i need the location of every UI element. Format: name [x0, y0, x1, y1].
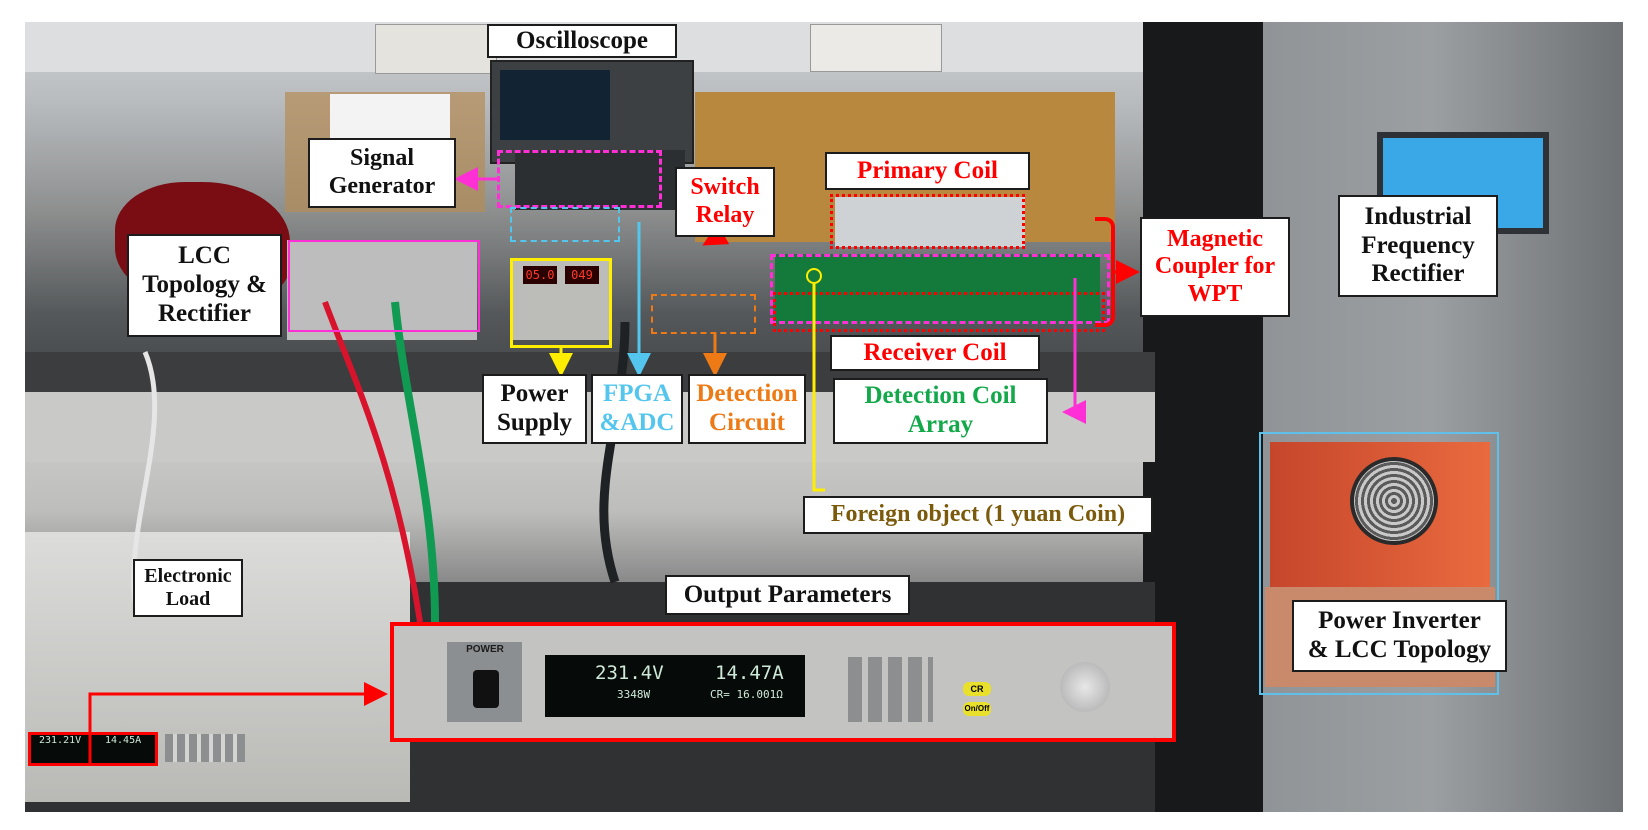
detection-coil-outline [770, 254, 1110, 324]
dc-supply-top [375, 24, 497, 74]
oscilloscope-screen [500, 70, 610, 140]
output-parameters-outline [390, 622, 1176, 742]
label-electronic-load: Electronic Load [133, 559, 243, 617]
coin-marker [806, 268, 822, 284]
label-power-supply: Power Supply [482, 374, 587, 444]
primary-coil-outline [830, 194, 1025, 249]
receiver-coil-outline [773, 292, 1105, 332]
lcc-box [287, 240, 477, 340]
label-industrial-rectifier: Industrial Frequency Rectifier [1338, 195, 1498, 297]
lab-photo: 05.0 049 POWER 231.4V 14.47A 3348W CR= 1… [25, 22, 1623, 812]
small-keypad [165, 734, 245, 762]
leader-lines [88, 167, 1140, 766]
small-load-display [30, 734, 155, 764]
psu-display-right: 049 [565, 266, 599, 284]
inverter-fan-icon [1350, 457, 1438, 545]
label-output-parameters: Output Parameters [665, 575, 910, 615]
load-cr-value: CR= 16.001 [710, 688, 777, 701]
primary-coil-plate [835, 197, 1025, 247]
label-primary-coil: Primary Coil [825, 152, 1030, 190]
lcc-outline [288, 240, 480, 332]
fpga-outline [510, 207, 620, 242]
small-current: 14.45A [105, 735, 142, 746]
label-oscilloscope: Oscilloscope [487, 24, 677, 58]
detection-circuit-outline [651, 294, 756, 334]
small-voltage: 231.21V [39, 735, 82, 746]
load-cr-unit: Ω [776, 688, 783, 701]
load-current: 14.47A [715, 662, 784, 684]
onoff-button: On/Off [963, 702, 991, 716]
coupler-bracket [1095, 217, 1115, 327]
label-lcc-rectifier: LCC Topology & Rectifier [127, 234, 282, 337]
pcb-array [775, 254, 1100, 324]
label-receiver-coil: Receiver Coil [830, 335, 1040, 371]
label-fpga-adc: FPGA &ADC [591, 374, 683, 444]
small-display-outline [28, 732, 158, 766]
signal-generator-outline [497, 150, 662, 208]
label-detection-circuit: Detection Circuit [688, 374, 806, 444]
power-supply-outline [510, 258, 612, 348]
inverter-outline [1259, 432, 1499, 695]
label-signal-generator: Signal Generator [308, 138, 456, 208]
power-panel-label: POWER [466, 644, 504, 655]
keypad [848, 657, 933, 722]
cr-button: CR [963, 682, 991, 696]
load-voltage: 231.4V [595, 662, 664, 684]
load-display [545, 655, 805, 717]
label-power-inverter: Power Inverter & LCC Topology [1292, 600, 1507, 672]
label-foreign-object: Foreign object (1 yuan Coin) [803, 496, 1153, 534]
load-voltage-value: 231.4 [595, 662, 653, 684]
load-voltage-unit: V [652, 662, 664, 684]
label-switch-relay: Switch Relay [675, 167, 775, 237]
load-cr: CR= 16.001Ω [710, 688, 783, 701]
meter-top [810, 24, 942, 72]
load-power: 3348W [617, 688, 651, 701]
power-switch-icon [473, 670, 499, 708]
label-detection-coil-array: Detection Coil Array [833, 378, 1048, 444]
psu-display-left: 05.0 [523, 266, 557, 284]
label-magnetic-coupler: Magnetic Coupler for WPT [1140, 217, 1290, 317]
signal-generator-body [515, 150, 685, 210]
knob-icon [1060, 662, 1110, 712]
